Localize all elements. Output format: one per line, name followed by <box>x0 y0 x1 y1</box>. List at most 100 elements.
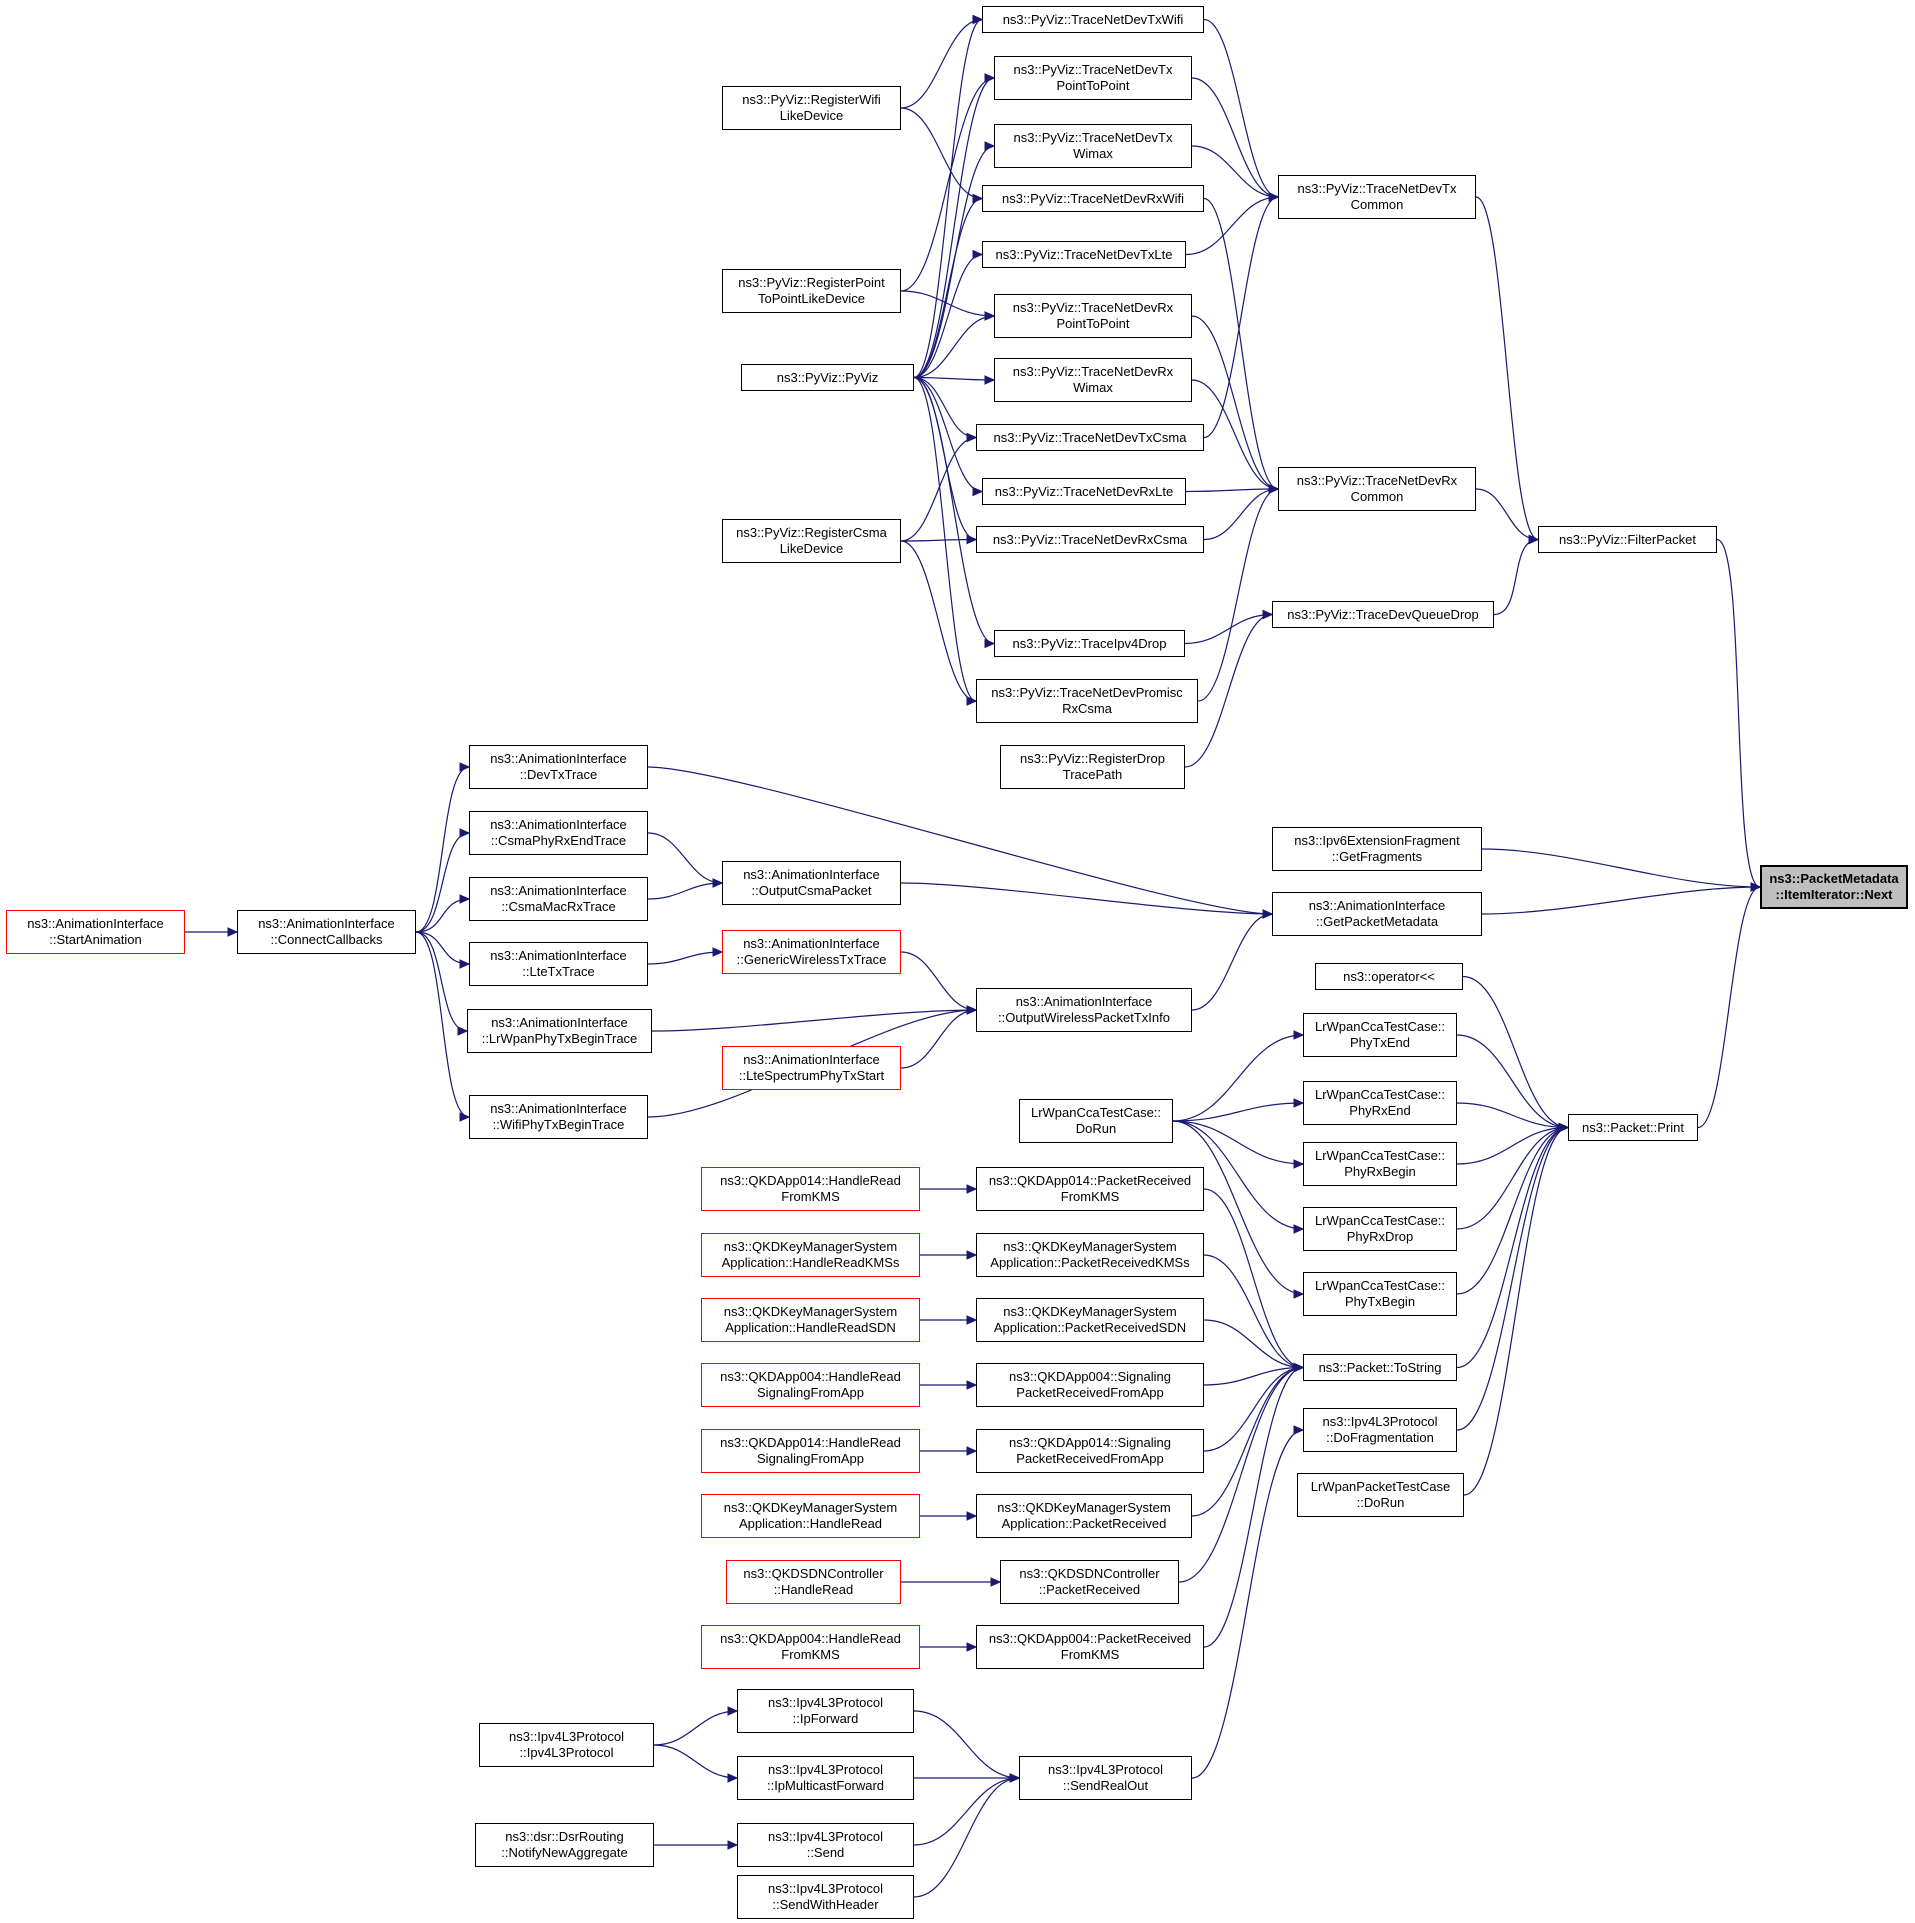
node-label-line: ns3::QKDApp004::PacketReceived <box>988 1631 1192 1646</box>
node-lte-spectrum-phy-tx-start[interactable]: ns3::AnimationInterface::LteSpectrumPhyT… <box>722 1046 901 1090</box>
node-cca-phy-rx-begin[interactable]: LrWpanCcaTestCase::PhyRxBegin <box>1303 1142 1457 1186</box>
node-label-line: LikeDevice <box>779 108 844 123</box>
node-send-with-header[interactable]: ns3::Ipv4L3Protocol::SendWithHeader <box>737 1875 914 1919</box>
node-trace-netdev-rx-csma[interactable]: ns3::PyViz::TraceNetDevRxCsma <box>976 526 1204 553</box>
node-trace-netdev-tx-csma[interactable]: ns3::PyViz::TraceNetDevTxCsma <box>976 424 1204 451</box>
node-trace-netdev-tx-wifi[interactable]: ns3::PyViz::TraceNetDevTxWifi <box>982 6 1204 33</box>
call-edge-trace-netdev-tx-wifi-to-trace-netdev-tx-common <box>1203 18 1280 202</box>
node-wifi-phy-tx-begin-trace[interactable]: ns3::AnimationInterface::WifiPhyTxBeginT… <box>469 1095 648 1139</box>
node-lrwpan-phy-tx-begin-trace[interactable]: ns3::AnimationInterface::LrWpanPhyTxBegi… <box>467 1009 652 1053</box>
node-cca-do-run[interactable]: LrWpanCcaTestCase::DoRun <box>1019 1099 1173 1143</box>
node-label-line: ::SendWithHeader <box>772 1897 879 1912</box>
node-generic-wireless-tx-trace[interactable]: ns3::AnimationInterface::GenericWireless… <box>722 930 901 974</box>
node-lte-tx-trace[interactable]: ns3::AnimationInterface::LteTxTrace <box>469 942 648 986</box>
node-notify-new-aggregate[interactable]: ns3::dsr::DsrRouting::NotifyNewAggregate <box>475 1823 654 1867</box>
node-label-line: ::DevTxTrace <box>519 767 598 782</box>
node-connect-callbacks[interactable]: ns3::AnimationInterface::ConnectCallback… <box>237 910 416 954</box>
node-cca-phy-tx-end[interactable]: LrWpanCcaTestCase::PhyTxEnd <box>1303 1013 1457 1057</box>
node-packet-tostring[interactable]: ns3::Packet::ToString <box>1303 1354 1457 1381</box>
node-label-line: ::CsmaPhyRxEndTrace <box>490 833 627 848</box>
call-edge-ipv4-l3-ctor-to-ip-forward <box>653 1706 739 1746</box>
call-edge-trace-netdev-rx-csma-to-trace-netdev-rx-common <box>1203 484 1280 541</box>
node-cca-phy-tx-begin[interactable]: LrWpanCcaTestCase::PhyTxBegin <box>1303 1272 1457 1316</box>
node-filter-packet[interactable]: ns3::PyViz::FilterPacket <box>1538 526 1717 553</box>
node-cca-phy-rx-end[interactable]: LrWpanCcaTestCase::PhyRxEnd <box>1303 1081 1457 1125</box>
node-packet-print[interactable]: ns3::Packet::Print <box>1568 1114 1698 1141</box>
node-sdn-packet-received[interactable]: ns3::QKDSDNController::PacketReceived <box>1000 1560 1179 1604</box>
node-trace-netdev-rx-wifi[interactable]: ns3::PyViz::TraceNetDevRxWifi <box>982 185 1204 212</box>
node-csma-phy-rx-end-trace[interactable]: ns3::AnimationInterface::CsmaPhyRxEndTra… <box>469 811 648 855</box>
node-trace-netdev-tx-lte[interactable]: ns3::PyViz::TraceNetDevTxLte <box>982 241 1186 268</box>
node-send-real-out[interactable]: ns3::Ipv4L3Protocol::SendRealOut <box>1019 1756 1192 1800</box>
call-edge-pyviz-ctor-to-trace-netdev-rx-lte <box>913 376 984 497</box>
node-get-fragments[interactable]: ns3::Ipv6ExtensionFragment::GetFragments <box>1272 827 1482 871</box>
call-edge-connect-callbacks-to-lrwpan-phy-tx-begin-trace <box>415 931 469 1036</box>
node-label-line: PhyRxEnd <box>1349 1103 1411 1118</box>
node-label-line: Application::HandleRead <box>738 1516 883 1531</box>
node-output-csma-packet[interactable]: ns3::AnimationInterface::OutputCsmaPacke… <box>722 861 901 905</box>
node-get-packet-metadata[interactable]: ns3::AnimationInterface::GetPacketMetada… <box>1272 892 1482 936</box>
node-ipv4-send[interactable]: ns3::Ipv4L3Protocol::Send <box>737 1823 914 1867</box>
node-label-line: ns3::Ipv4L3Protocol <box>1322 1414 1438 1429</box>
node-do-fragmentation[interactable]: ns3::Ipv4L3Protocol::DoFragmentation <box>1303 1408 1457 1452</box>
call-edge-register-p2p-like-device-to-trace-netdev-rx-p2p <box>900 290 996 321</box>
node-label-line: ns3::QKDApp014::PacketReceived <box>988 1173 1192 1188</box>
node-pyviz-ctor[interactable]: ns3::PyViz::PyViz <box>741 364 914 391</box>
node-label-line: ns3::QKDKeyManagerSystem <box>723 1239 898 1254</box>
node-ip-multicast-forward[interactable]: ns3::Ipv4L3Protocol::IpMulticastForward <box>737 1756 914 1800</box>
node-csma-mac-rx-trace[interactable]: ns3::AnimationInterface::CsmaMacRxTrace <box>469 877 648 921</box>
node-label-line: ns3::AnimationInterface <box>743 936 880 951</box>
call-edge-ipv4-send-to-send-real-out <box>913 1773 1021 1846</box>
call-edge-pyviz-ctor-to-trace-netdev-rx-wifi <box>913 193 984 379</box>
node-label-line: ::GenericWirelessTxTrace <box>736 952 887 967</box>
call-edge-trace-netdev-tx-wimax-to-trace-netdev-tx-common <box>1191 145 1280 202</box>
call-edge-trace-netdev-tx-p2p-to-trace-netdev-tx-common <box>1191 77 1280 202</box>
node-operator-stream[interactable]: ns3::operator<< <box>1315 963 1463 990</box>
node-trace-netdev-rx-lte[interactable]: ns3::PyViz::TraceNetDevRxLte <box>982 478 1186 505</box>
node-output-wireless-packet-tx-info[interactable]: ns3::AnimationInterface::OutputWirelessP… <box>976 988 1192 1032</box>
call-edge-filter-packet-to-item-iterator-next <box>1716 538 1762 892</box>
node-trace-dev-queue-drop[interactable]: ns3::PyViz::TraceDevQueueDrop <box>1272 601 1494 628</box>
node-ip-forward[interactable]: ns3::Ipv4L3Protocol::IpForward <box>737 1689 914 1733</box>
node-lrwpan-packet-do-run[interactable]: LrWpanPacketTestCase::DoRun <box>1297 1473 1464 1517</box>
node-label-line: ::LteTxTrace <box>522 964 595 979</box>
node-ipv4-l3-ctor[interactable]: ns3::Ipv4L3Protocol::Ipv4L3Protocol <box>479 1723 654 1767</box>
node-cca-phy-rx-drop[interactable]: LrWpanCcaTestCase::PhyRxDrop <box>1303 1207 1457 1251</box>
call-edge-send-with-header-to-send-real-out <box>913 1773 1021 1898</box>
node-label-line: ns3::Ipv4L3Protocol <box>768 1881 883 1896</box>
call-edge-dev-tx-trace-to-get-packet-metadata <box>647 766 1274 919</box>
node-trace-ipv4-drop[interactable]: ns3::PyViz::TraceIpv4Drop <box>994 630 1185 657</box>
node-label-line: Application::PacketReceivedKMSs <box>990 1255 1190 1270</box>
call-edge-trace-netdev-rx-common-to-filter-packet <box>1475 488 1540 545</box>
node-start-animation[interactable]: ns3::AnimationInterface::StartAnimation <box>6 910 185 954</box>
node-sdn-handle-read[interactable]: ns3::QKDSDNController::HandleRead <box>726 1560 901 1604</box>
call-edge-output-wireless-packet-tx-info-to-get-packet-metadata <box>1191 909 1274 1011</box>
node-dev-tx-trace[interactable]: ns3::AnimationInterface::DevTxTrace <box>469 745 648 789</box>
